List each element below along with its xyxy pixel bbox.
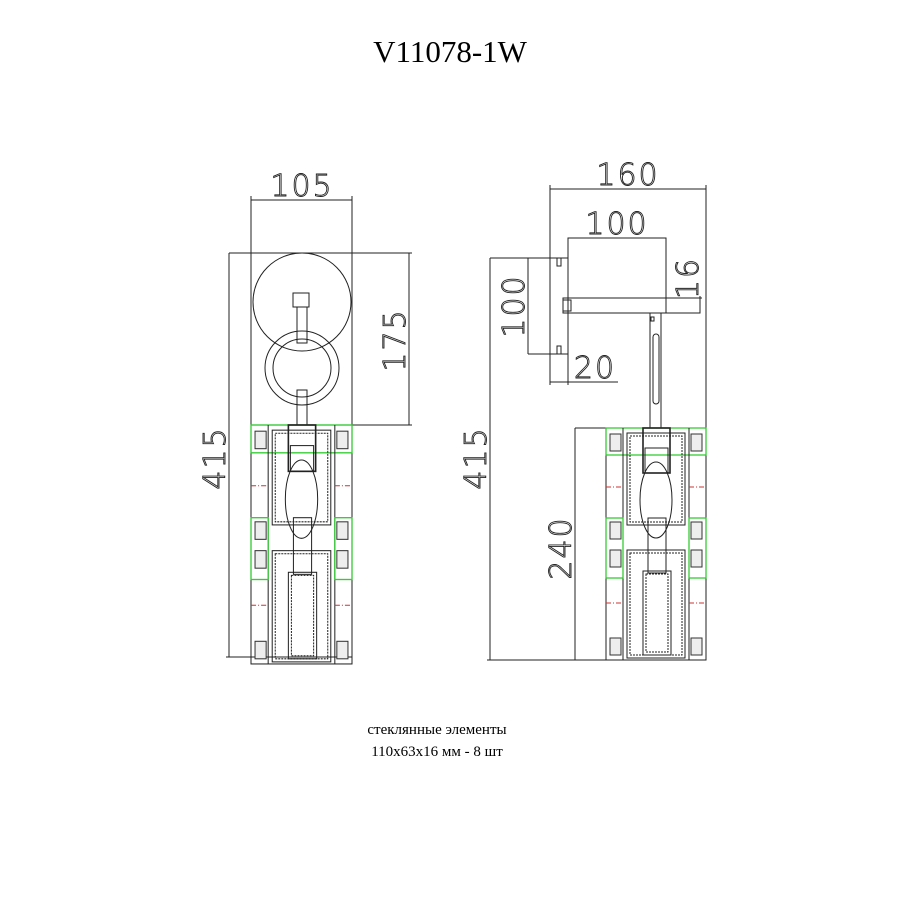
dim-total-height: 415 [198, 426, 233, 489]
caption-line-2: 110x63x16 мм - 8 шт [371, 744, 503, 760]
glass-shade [250, 424, 353, 665]
dim-shade-height: 240 [544, 516, 579, 579]
round-backplate [252, 252, 352, 352]
dim-box-width: 100 [585, 207, 648, 242]
dim-arm-height: 16 [671, 257, 706, 299]
mount-box [567, 237, 667, 314]
glass-shade-side [605, 427, 707, 661]
drawing-title: V11078-1W [373, 34, 528, 69]
front-view: 105 175 415 [198, 169, 413, 665]
dim-plate-height-side: 100 [497, 274, 532, 337]
dim-depth: 160 [596, 158, 659, 193]
side-view: 160 100 100 20 16 415 240 [459, 158, 707, 661]
dim-width: 105 [270, 169, 333, 204]
dim-total-height-side: 415 [459, 426, 494, 489]
caption-line-1: стеклянные элементы [367, 722, 506, 738]
dim-plate-height: 175 [378, 308, 413, 371]
side-wall-plate [549, 257, 569, 355]
ring [264, 330, 340, 406]
arm [562, 297, 701, 314]
dim-plate-depth: 20 [574, 351, 616, 386]
